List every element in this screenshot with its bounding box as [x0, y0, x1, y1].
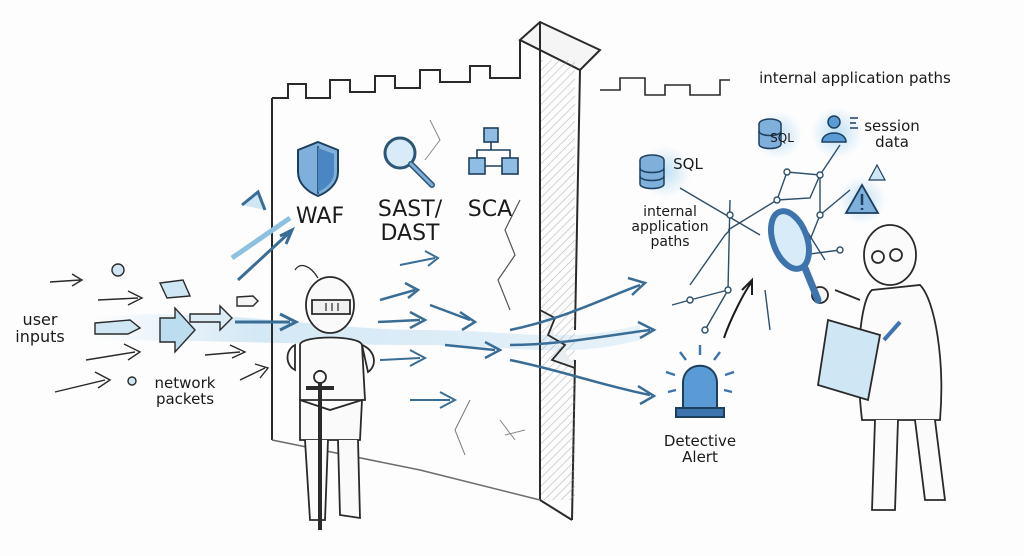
dependency-graph-icon [468, 127, 519, 175]
session-data-label: session data [864, 117, 920, 152]
sast-dast-label: SAST/ DAST [377, 197, 443, 246]
incoming-traffic-arrows [49, 189, 657, 409]
network-packets-label: network packets [154, 374, 216, 409]
sca-label: SCA [467, 197, 513, 222]
sql-label: SQL [770, 131, 794, 145]
warning-icon [844, 163, 886, 214]
magnifier-icon [383, 136, 435, 188]
internal-paths-label: internal application paths [631, 204, 709, 251]
shield-icon [297, 140, 339, 198]
waf-label: WAF [295, 204, 345, 229]
database-icon [639, 154, 665, 190]
detective-investigator [811, 224, 947, 511]
user-session-icon [821, 115, 858, 143]
sql-label: SQL [673, 155, 703, 173]
knight-guard [286, 264, 375, 530]
database-icon [758, 118, 782, 150]
internal-paths-title: internal application paths [759, 69, 951, 87]
detective-alert-label: Detective Alert [663, 432, 737, 467]
alert-beacon-icon [665, 277, 753, 418]
magnifier-icon [768, 208, 822, 304]
user-inputs-label: user inputs [15, 310, 65, 347]
